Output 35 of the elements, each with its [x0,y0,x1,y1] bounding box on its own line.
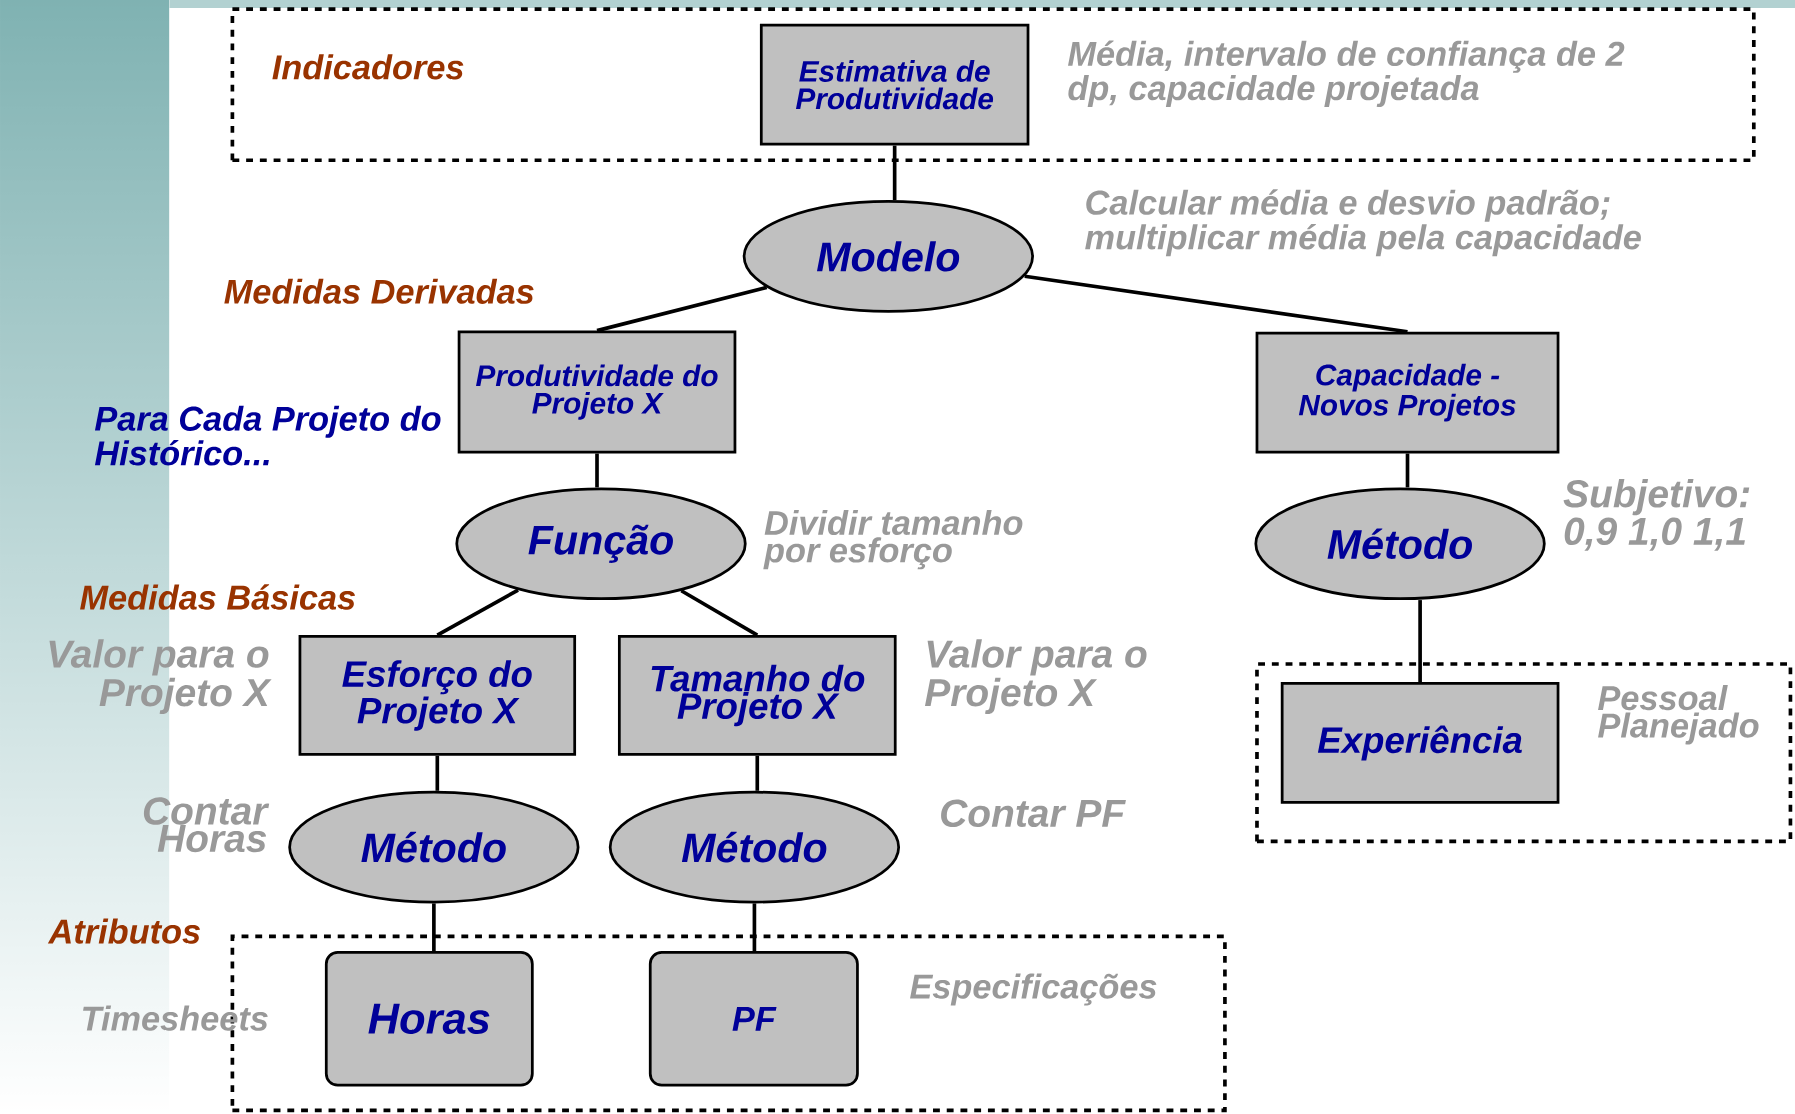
connector-line [432,903,436,952]
connector-line [1405,453,1410,488]
level-label: Medidas Básicas [80,584,355,610]
connector-line [436,588,519,637]
connector-line [595,453,599,488]
connector-line [680,589,759,637]
annotation-text: Valor para o Projeto X [49,639,272,715]
measure-box: Produtividade do Projeto X [457,330,737,454]
connector-line [435,755,440,791]
annotation-text: Contar Horas [143,797,270,853]
annotation-text: Média, intervalo de confiança de 2 dp, capacidade projetada [1068,40,1625,108]
connector-line [1418,600,1422,683]
annotation-text: Especificações [910,973,1157,1006]
measure-box: Esforço do Projeto X [298,635,577,756]
level-label: Para Cada Projeto do Histórico... [94,405,441,466]
annotation-text: Contar PF [941,799,1126,828]
measure-box: Estimativa de Produtividade [759,23,1030,146]
dashed-frame [1255,662,1793,844]
annotation-text: Valor para o Projeto X [925,639,1147,715]
connector-line [752,903,757,952]
annotation-text: Timesheets [83,1005,268,1031]
measure-box: Tamanho do Projeto X [617,635,897,756]
annotation-text: Dividir tamanho por esforço [763,509,1023,570]
measure-box: Experiência [1280,682,1560,804]
attribute-box: Horas [324,951,534,1087]
connector-line [892,145,897,201]
annotation-text: Calcular média e desvio padrão; multiplicar média pela capacidade [1085,189,1641,257]
annotation-text: Subjetivo: 0,9 1,0 1,1 [1563,479,1750,551]
node-label: Atributos [47,918,200,944]
level-label: Medidas Derivadas [224,278,534,304]
connector-line [596,285,768,333]
attribute-box: PF [648,951,859,1087]
connector-line [755,755,760,791]
annotation-text: Pessoal Planejado [1598,685,1759,745]
measure-box: Capacidade - Novos Projetos [1255,331,1560,454]
